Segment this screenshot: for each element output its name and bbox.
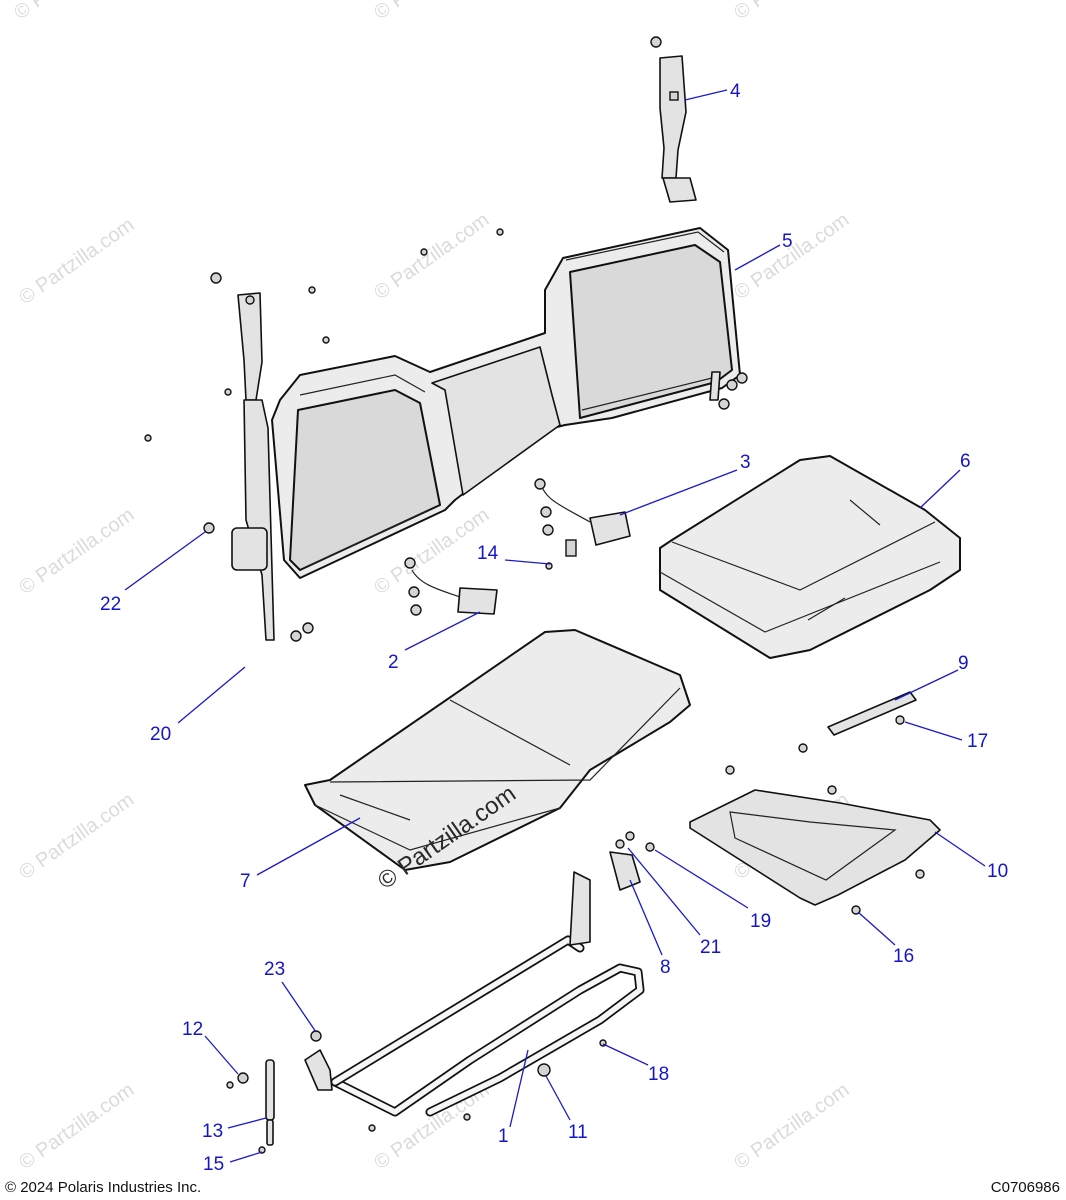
watermark: © Partzilla.com <box>730 209 853 304</box>
callout-8: 8 <box>660 957 671 978</box>
leader-lines <box>124 89 986 1163</box>
watermark: © Partzilla.com <box>15 789 138 884</box>
watermark: © Partzilla.com <box>730 0 853 24</box>
callout-23: 23 <box>264 959 285 980</box>
callout-4: 4 <box>730 81 741 102</box>
callout-9: 9 <box>958 653 969 674</box>
callout-12: 12 <box>182 1019 203 1040</box>
callout-5: 5 <box>782 231 793 252</box>
callout-22: 22 <box>100 594 121 615</box>
buckle-2 <box>404 557 498 616</box>
seat-frame <box>304 831 655 1132</box>
watermark: © Partzilla.com <box>15 504 138 599</box>
seat-cushion-right <box>659 455 961 659</box>
callout-7: 7 <box>240 871 251 892</box>
watermark: © Partzilla.com <box>370 0 493 24</box>
left-shoulder-belt <box>210 272 275 641</box>
buckle-3 <box>534 478 631 570</box>
callout-10: 10 <box>987 861 1008 882</box>
callout-13: 13 <box>202 1121 223 1142</box>
diagram-code: C0706986 <box>991 1179 1060 1196</box>
callout-1: 1 <box>498 1126 509 1147</box>
callout-19: 19 <box>750 911 771 932</box>
gas-strut <box>226 1059 275 1154</box>
callout-14: 14 <box>477 543 499 564</box>
watermark: © Partzilla.com <box>15 1079 138 1174</box>
callout-15: 15 <box>203 1154 224 1175</box>
callout-20: 20 <box>150 724 171 745</box>
callout-labels: 1 2 3 4 5 6 7 8 9 10 11 12 13 14 15 16 1… <box>100 81 1008 1175</box>
watermark: © Partzilla.com <box>15 214 138 309</box>
callout-2: 2 <box>388 652 399 673</box>
callout-3: 3 <box>740 452 751 473</box>
callout-21: 21 <box>700 937 721 958</box>
callout-11: 11 <box>568 1122 588 1143</box>
watermark: © Partzilla.com <box>10 0 133 24</box>
seat-cushion-left <box>304 629 691 871</box>
seat-back <box>144 36 748 642</box>
watermark: © Partzilla.com <box>730 1079 853 1174</box>
callout-16: 16 <box>893 946 914 967</box>
callout-18: 18 <box>648 1064 669 1085</box>
copyright-notice: © 2024 Polaris Industries Inc. <box>5 1179 201 1196</box>
watermark: © Partzilla.com <box>370 209 493 304</box>
storage-tray <box>689 691 941 915</box>
callout-6: 6 <box>960 451 971 472</box>
callout-17: 17 <box>967 731 988 752</box>
right-shoulder-belt <box>650 36 697 203</box>
